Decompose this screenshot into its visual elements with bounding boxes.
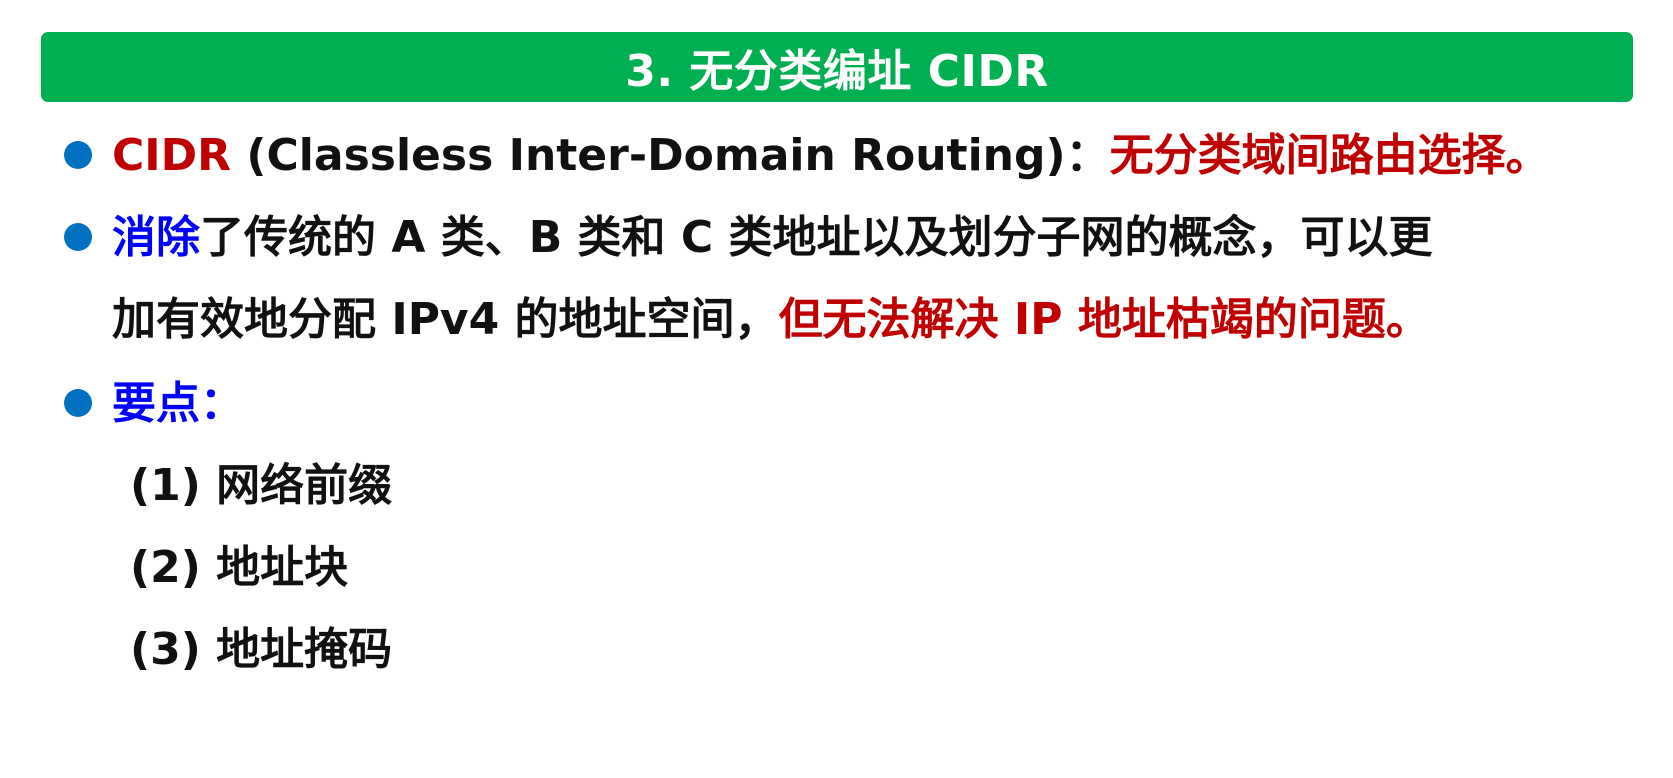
cidr-full-name: (Classless Inter-Domain Routing)： [231,130,1110,181]
bullet-dot-icon [64,389,92,417]
eliminate-highlight: 消除 [112,212,200,263]
point-address-mask: (3) 地址掩码 [130,624,393,675]
bullet-eliminate-line1: 消除了传统的 A 类、B 类和 C 类地址以及划分子网的概念，可以更 [112,210,1432,266]
eliminate-text-line2: 加有效地分配 IPv4 的地址空间， [112,294,779,345]
point-network-prefix: (1) 网络前缀 [130,460,393,511]
eliminate-text-line1: 了传统的 A 类、B 类和 C 类地址以及划分子网的概念，可以更 [200,212,1433,263]
ip-exhaustion-warning: 但无法解决 IP 地址枯竭的问题。 [778,294,1430,345]
bullet-dot-icon [64,223,92,251]
bullet-cidr-definition: CIDR (Classless Inter-Domain Routing)：无分… [112,128,1550,184]
bullet-dot-cidr [64,141,112,169]
bullet-dot-key-points [64,389,112,417]
slide-title: 3. 无分类编址 CIDR [625,46,1049,97]
bullet-dot-icon [64,141,92,169]
point-address-block: (2) 地址块 [130,542,349,593]
bullet-dot-eliminate [64,223,112,251]
cidr-chinese-definition: 无分类域间路由选择。 [1109,130,1550,181]
bullet-eliminate-line2: 加有效地分配 IPv4 的地址空间，但无法解决 IP 地址枯竭的问题。 [112,292,1430,348]
slide-title-bar: 3. 无分类编址 CIDR [41,32,1633,102]
cidr-term: CIDR [112,130,232,181]
key-points-label: 要点： [112,378,244,429]
